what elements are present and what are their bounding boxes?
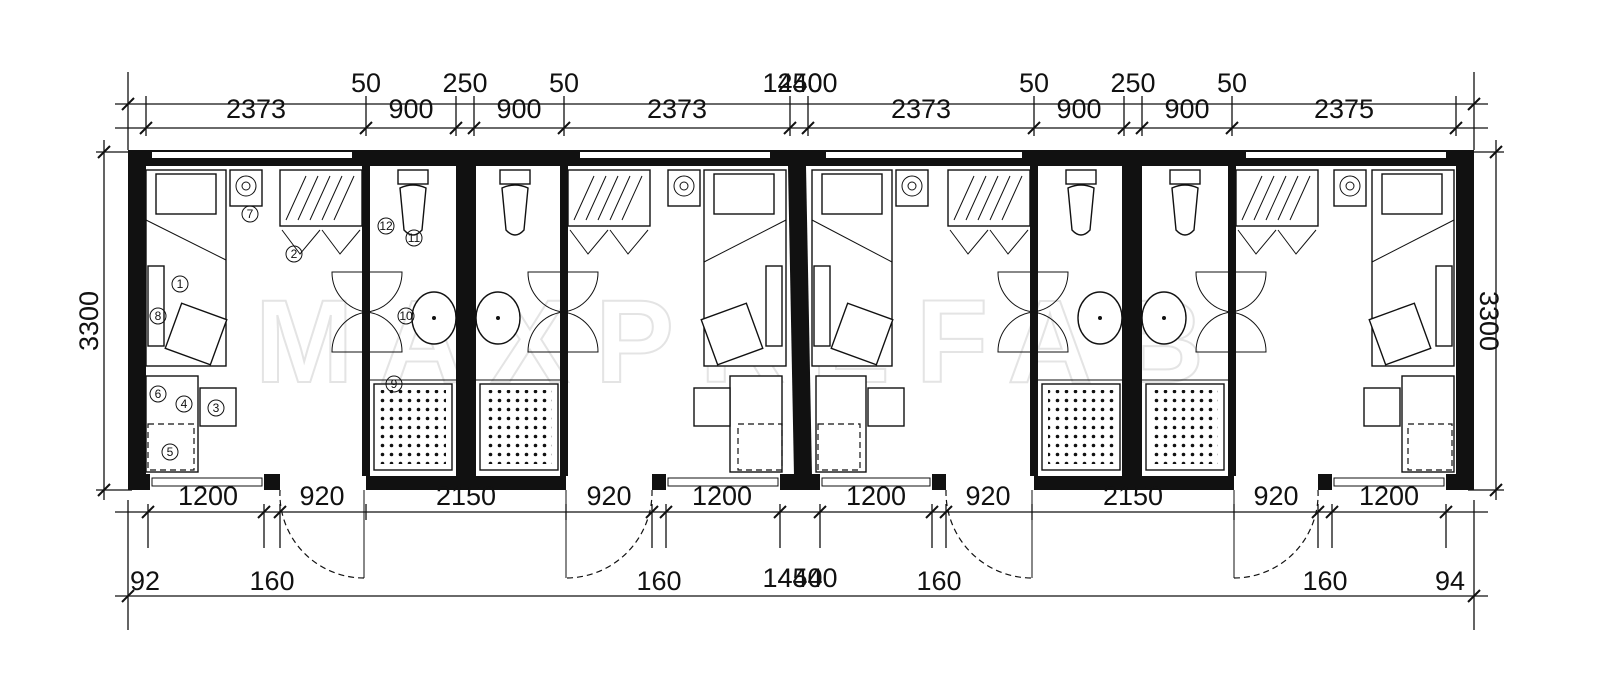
shower-tray: [479, 383, 559, 471]
dim-label: 50: [1217, 68, 1247, 98]
sink-icon: [411, 291, 457, 345]
dim-label: 920: [299, 481, 344, 511]
marker-label: 2: [291, 247, 298, 261]
dim-label: 250: [1110, 68, 1155, 98]
overall-length-label: 14400: [762, 68, 837, 98]
dim-label: 2373: [226, 94, 286, 124]
dim-label: 900: [496, 94, 541, 124]
height-label-right: 3300: [1474, 291, 1504, 351]
dim-label: 50: [549, 68, 579, 98]
double-door: [997, 271, 1069, 353]
desk-and-chair: [815, 375, 905, 473]
dim-label: 920: [1253, 481, 1298, 511]
double-door: [1195, 271, 1267, 353]
dim-label: 2150: [436, 481, 496, 511]
sink-icon: [475, 291, 521, 345]
bottom-dimension-lines: [115, 500, 1488, 630]
overall-length-label: 14400: [762, 563, 837, 593]
desk-and-chair: [693, 375, 783, 473]
outer-walls: [128, 150, 1474, 490]
bottom-lower-labels: 92 160 160 160 160 94 14400 454: [130, 563, 1465, 596]
dim-label: 160: [249, 566, 294, 596]
toilet-icon: [1065, 169, 1097, 236]
dim-label: 2375: [1314, 94, 1374, 124]
toilet-icon: [397, 169, 429, 236]
overlap-label: 250: [777, 68, 822, 98]
marker-label: 1: [177, 277, 184, 291]
dim-label: 160: [916, 566, 961, 596]
desk-and-chair: [1363, 375, 1455, 473]
interior-walls: [362, 166, 1236, 476]
marker-label: 10: [399, 309, 413, 323]
dim-label: 900: [1164, 94, 1209, 124]
fan-icon: [1333, 169, 1367, 207]
top-upper-labels: 50 250 50 50 250 50 14400 250: [351, 68, 1247, 98]
shower-tray: [1145, 383, 1225, 471]
top-dimension-lines: [115, 72, 1488, 150]
dim-label: 94: [1435, 566, 1465, 596]
toilet-icon: [1169, 169, 1201, 236]
side-dimension-lines: [96, 140, 1504, 500]
marker-label: 3: [213, 401, 220, 415]
marker-label: 7: [247, 207, 254, 221]
dim-label: 1200: [692, 481, 752, 511]
marker-label: 11: [408, 231, 421, 245]
dim-label: 2373: [647, 94, 707, 124]
bed: [811, 169, 894, 367]
dim-label: 900: [1056, 94, 1101, 124]
dim-label: 1200: [846, 481, 906, 511]
fan-icon: [667, 169, 701, 207]
sink-icon: [1141, 291, 1187, 345]
dim-label: 2373: [891, 94, 951, 124]
fan-icon: [895, 169, 929, 207]
overlap-label: 454: [777, 563, 822, 593]
dim-label: 50: [351, 68, 381, 98]
bed: [700, 169, 787, 367]
bottom-opening-labels: 1200 920 2150 920 1200 1200 920 2150 920…: [178, 481, 1419, 511]
double-door: [527, 271, 599, 353]
toilet-icon: [499, 169, 531, 236]
height-label-left: 3300: [74, 291, 104, 351]
dim-label: 160: [1302, 566, 1347, 596]
bed: [1368, 169, 1455, 367]
entry-door: [279, 489, 365, 579]
dim-label: 1200: [178, 481, 238, 511]
marker-label: 8: [155, 309, 162, 323]
shower-tray: [373, 383, 453, 471]
marker-label: 5: [167, 445, 174, 459]
fan-icon: [229, 169, 263, 207]
dim-label: 900: [388, 94, 433, 124]
marker-label: 4: [181, 397, 188, 411]
wardrobe: [947, 169, 1031, 255]
marker-label: 9: [391, 377, 398, 391]
shower-tray: [1041, 383, 1121, 471]
wardrobe: [1235, 169, 1319, 255]
bed: [145, 169, 228, 367]
double-door: [331, 271, 403, 353]
legend-markers: 1 2 3 4 5 6 7 8 9 10 11 12: [149, 205, 423, 461]
marker-label: 12: [379, 219, 393, 233]
dim-label: 250: [442, 68, 487, 98]
dim-label: 50: [1019, 68, 1049, 98]
dim-label: 92: [130, 566, 160, 596]
top-segment-labels: 2373 900 900 2373 2373 900 900 2375: [226, 94, 1374, 124]
dim-label: 160: [636, 566, 681, 596]
dim-label: 920: [586, 481, 631, 511]
dim-label: 1200: [1359, 481, 1419, 511]
desk-and-chair: [145, 375, 237, 473]
marker-label: 6: [155, 387, 162, 401]
dim-label: 2150: [1103, 481, 1163, 511]
sink-icon: [1077, 291, 1123, 345]
dim-label: 920: [965, 481, 1010, 511]
wardrobe: [279, 169, 363, 255]
wardrobe: [567, 169, 651, 255]
